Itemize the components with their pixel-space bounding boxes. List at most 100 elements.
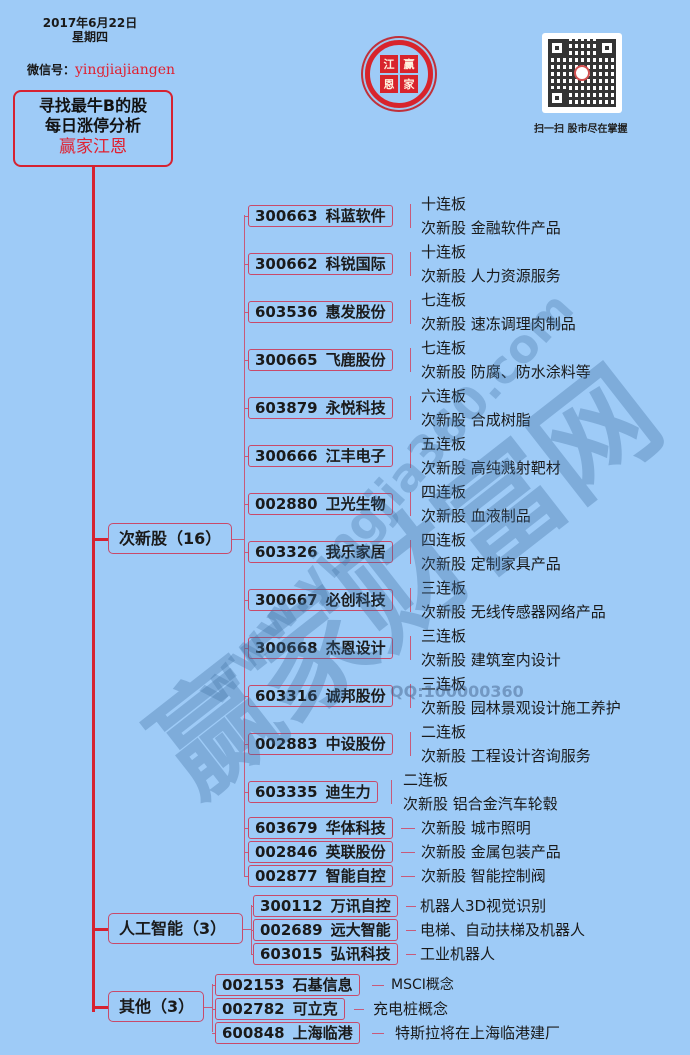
stock-name: 江丰电子 [325,447,386,465]
note-sector: 次新股 无线传感器网络产品 [421,603,606,621]
stock-code: 300663 [255,207,318,225]
wechat-line: 微信号：yingjiajiangen [27,61,175,78]
note-sector: 次新股 智能控制阀 [421,867,546,885]
connector [391,780,392,804]
connector [244,852,248,853]
stock-node[interactable]: 300666 江丰电子 [248,445,393,467]
connector [410,396,411,420]
stock-code: 300666 [255,447,318,465]
stock-code: 300668 [255,639,318,657]
connector [406,930,416,931]
connector [204,1007,212,1008]
category-node-other[interactable]: 其他（3） [108,991,204,1022]
stock-name: 可立克 [292,1000,338,1018]
stock-code: 002782 [222,1000,285,1018]
stock-name: 卫光生物 [325,495,386,513]
connector [244,744,248,745]
note-sector: 次新股 园林景观设计施工养护 [421,699,621,717]
stock-code: 603335 [255,783,318,801]
category-node-ai[interactable]: 人工智能（3） [108,913,243,944]
stock-name: 远大智能 [330,921,391,939]
note-streak: 十连板 [421,195,467,213]
connector [372,985,384,986]
stock-node[interactable]: 603335 迪生力 [248,781,378,803]
root-title-line2: 每日涨停分析 [44,116,141,135]
connector [251,930,254,931]
stock-code: 002883 [255,735,318,753]
connector [406,906,416,907]
stock-node[interactable]: 300112 万讯自控 [253,895,398,917]
connector [410,444,411,468]
note-sector: 次新股 工程设计咨询服务 [421,747,591,765]
note-sector: 次新股 合成树脂 [421,411,531,429]
stock-node[interactable]: 002782 可立克 [215,998,345,1020]
trunk-line [92,167,95,1012]
connector [232,539,244,540]
stock-name: 华体科技 [325,819,386,837]
stock-node[interactable]: 300668 杰恩设计 [248,637,393,659]
qr-caption: 扫一扫 股市尽在掌握 [534,124,628,135]
note-sector: 次新股 血液制品 [421,507,531,525]
logo-char: 恩 [380,75,398,93]
root-title-line1: 寻找最牛B的股 [38,96,148,115]
stock-name: 英联股份 [325,843,386,861]
connector [244,876,248,877]
stock-name: 杰恩设计 [325,639,386,657]
stock-name: 迪生力 [325,783,371,801]
connector [212,1033,215,1034]
note-sector: 次新股 高纯溅射靶材 [421,459,561,477]
root-node[interactable]: 寻找最牛B的股 每日涨停分析 赢家江恩 [13,90,173,167]
connector [406,954,416,955]
stock-code: 002846 [255,843,318,861]
connector [401,828,415,829]
connector [372,1033,384,1034]
stock-code: 603316 [255,687,318,705]
stock-name: 中设股份 [325,735,386,753]
connector [244,215,245,876]
wechat-label: 微信号： [27,63,76,77]
note-streak: 三连板 [421,675,467,693]
category-node-new-stocks[interactable]: 次新股（16） [108,523,232,554]
connector [212,985,215,986]
wechat-id: yingjiajiangen [75,62,175,78]
connector [244,696,248,697]
connector [244,360,248,361]
stock-node[interactable]: 002846 英联股份 [248,841,393,863]
note-streak: 四连板 [421,483,467,501]
qr-code-icon [542,33,622,113]
connector [410,252,411,276]
connector [410,684,411,708]
note-sector: 电梯、自动扶梯及机器人 [420,921,586,939]
note-sector: 次新股 人力资源服务 [421,267,561,285]
note-sector: 次新股 速冻调理肉制品 [421,315,576,333]
connector [244,792,248,793]
connector [410,348,411,372]
connector [410,588,411,612]
connector [244,408,248,409]
stock-name: 科锐国际 [325,255,386,273]
category-label: 次新股（16） [119,529,222,548]
note-sector: 次新股 定制家具产品 [421,555,561,573]
connector [244,828,248,829]
connector [410,492,411,516]
stock-code: 300112 [260,897,323,915]
stock-name: 万讯自控 [330,897,391,915]
note-streak: 七连板 [421,339,467,357]
stock-name: 上海临港 [292,1024,353,1042]
stock-node[interactable]: 002883 中设股份 [248,733,393,755]
